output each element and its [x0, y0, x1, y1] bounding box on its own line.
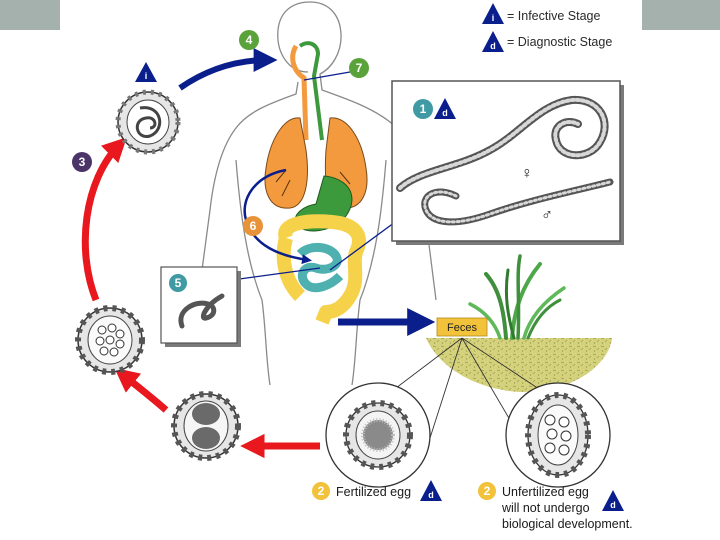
- feces-label: Feces: [447, 322, 477, 334]
- step-1-number: 1: [420, 102, 427, 116]
- infective-stage-marker: i: [135, 62, 157, 82]
- red-arrows: [81, 137, 320, 459]
- feces-label-box: Feces: [436, 317, 488, 337]
- diagnostic-marker-letter-2: d: [428, 490, 434, 500]
- step-7-badge: 7: [349, 58, 369, 78]
- pointer-step5: [231, 267, 321, 281]
- human-body: [197, 1, 437, 386]
- infective-marker-letter: i: [145, 71, 148, 81]
- infective-legend-label: = Infective Stage: [507, 9, 601, 23]
- diagnostic-legend-label: = Diagnostic Stage: [507, 35, 612, 49]
- diagnostic-stage-icon: d: [482, 31, 504, 52]
- step-5-number: 5: [175, 276, 182, 290]
- egg-two-cell: [171, 391, 241, 461]
- infective-legend-letter: i: [492, 13, 495, 23]
- diagnostic-stage-marker-unfertilized: d: [602, 490, 624, 511]
- embryonated-egg-larva: i: [115, 62, 181, 155]
- arrow-red-lower-left: [114, 367, 169, 413]
- step-1-badge: 1: [413, 99, 433, 119]
- infective-stage-icon: i: [482, 3, 504, 24]
- organs: [264, 41, 368, 325]
- arrow-red-left: [81, 137, 127, 302]
- unfertilized-line-1: Unfertilized egg: [502, 485, 589, 499]
- step-2-number-b: 2: [484, 484, 491, 498]
- step-3-number: 3: [79, 155, 86, 169]
- pointer-step7: [303, 71, 351, 81]
- large-intestine: [278, 214, 366, 325]
- step-4-badge: 4: [239, 30, 259, 50]
- unfertilized-egg-caption: 2 Unfertilized egg will not undergo biol…: [478, 482, 633, 531]
- grass: [468, 254, 566, 340]
- diagnostic-marker-letter-1: d: [442, 108, 448, 118]
- larva: [178, 293, 225, 329]
- soil: [426, 338, 612, 392]
- unfertilized-line-2: will not undergo: [501, 501, 590, 515]
- diagnostic-marker-letter-3: d: [610, 500, 616, 510]
- step-badges: 4 7 3 6: [72, 30, 369, 236]
- step-3-badge: 3: [72, 152, 92, 172]
- corner-bar-left: [0, 0, 60, 30]
- step-4-number: 4: [246, 33, 253, 47]
- adult-worms-panel: 1 d ♀ ♂: [391, 80, 624, 245]
- left-lung: [264, 117, 308, 209]
- female-symbol: ♀: [521, 165, 533, 182]
- unfertilized-egg-circle: [505, 382, 611, 488]
- step-2-number-a: 2: [318, 484, 325, 498]
- arrow-ingestion: [178, 48, 278, 91]
- larva-panel: 5: [160, 266, 241, 347]
- diagnostic-stage-marker: d: [434, 98, 456, 119]
- fertilized-egg-circle: [325, 382, 431, 488]
- unfertilized-line-3: biological development.: [502, 517, 633, 531]
- egg-morula: [75, 305, 145, 375]
- diagnostic-legend-letter: d: [490, 41, 496, 51]
- male-symbol: ♂: [541, 207, 553, 224]
- step-6-number: 6: [250, 219, 257, 233]
- step-7-number: 7: [356, 61, 363, 75]
- step-5-badge: 5: [169, 274, 187, 292]
- fertilized-egg-label: Fertilized egg: [336, 485, 411, 499]
- diagnostic-stage-marker-fertilized: d: [420, 480, 442, 501]
- fertilized-egg-caption: 2 Fertilized egg d: [312, 480, 442, 501]
- step-6-badge: 6: [243, 216, 263, 236]
- legend: i = Infective Stage d = Diagnostic Stage: [482, 3, 612, 52]
- corner-bar-right: [642, 0, 720, 30]
